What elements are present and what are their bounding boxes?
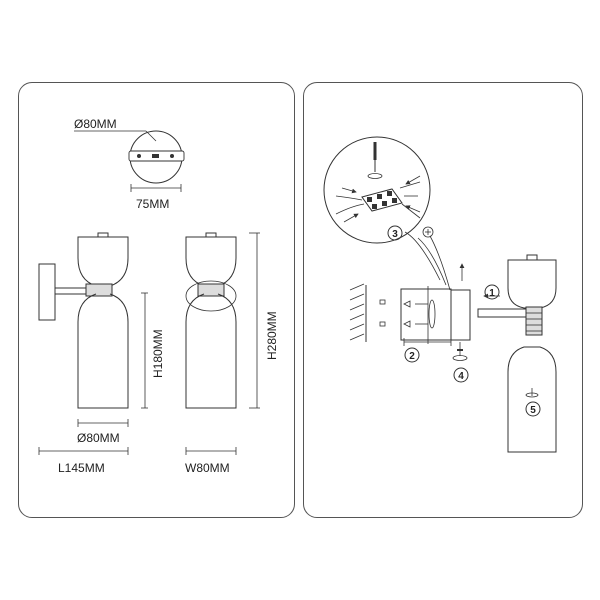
svg-text:4: 4 [458, 371, 464, 382]
step-1-marker: 1 [484, 284, 500, 300]
svg-text:5: 5 [530, 405, 536, 416]
total-height-label: H280MM [265, 311, 279, 360]
svg-text:1: 1 [489, 288, 495, 299]
svg-text:3: 3 [392, 229, 398, 240]
wall-plate [38, 263, 56, 321]
svg-text:2: 2 [409, 351, 415, 362]
step-5-marker: 5 [525, 401, 541, 417]
mounting-plate [400, 263, 471, 361]
width-label: W80MM [185, 461, 230, 475]
side-view-lamp [38, 232, 129, 409]
detail-circle [323, 136, 431, 244]
shade-height-label: H180MM [151, 329, 165, 378]
mount-spacing-label: 75MM [136, 197, 169, 211]
base-plate-view: Ø80MM 75MM [74, 117, 185, 211]
wiring-detail [323, 136, 431, 244]
step-3-marker: 3 [387, 225, 403, 241]
step-2-marker: 2 [404, 347, 420, 363]
installation-panel [303, 82, 583, 518]
length-label: L145MM [58, 461, 105, 475]
lower-shade [507, 346, 557, 453]
step-4-marker: 4 [453, 367, 469, 383]
front-view-lamp [185, 232, 237, 409]
base-diameter-label: Ø80MM [74, 117, 117, 131]
shade-diameter-label: Ø80MM [77, 431, 120, 445]
wall-section [349, 283, 386, 342]
